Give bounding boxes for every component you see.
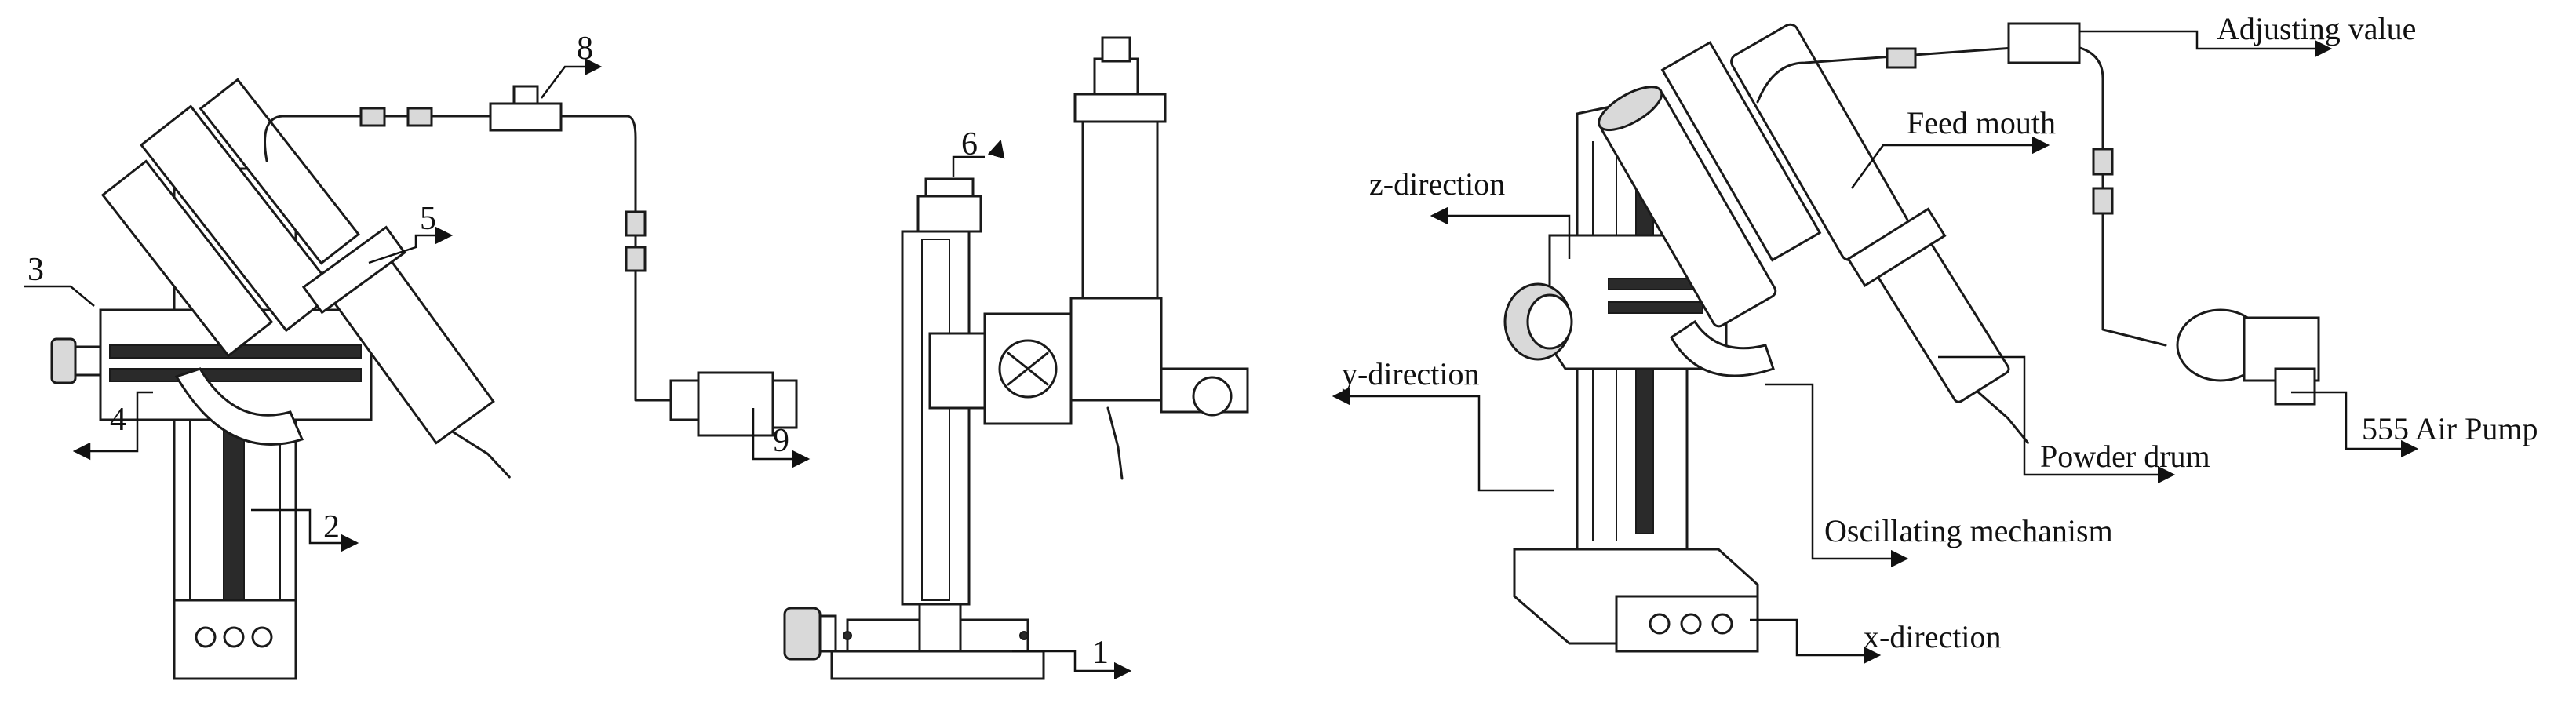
- label-powder-drum: Powder drum: [2040, 439, 2210, 474]
- label-oscillating-mechanism: Oscillating mechanism: [1824, 513, 2113, 548]
- label-3: 3: [27, 252, 44, 288]
- label-feed-mouth: Feed mouth: [1907, 105, 2056, 140]
- label-adjusting-value: Adjusting value: [2217, 11, 2416, 46]
- side-view-callouts: 3 4 2 5 8 9: [24, 31, 811, 552]
- isometric-view-callouts: Adjusting value Feed mouth z-direction y…: [1332, 11, 2538, 665]
- label-1: 1: [1092, 635, 1109, 671]
- side-view-assembly: [50, 78, 798, 680]
- label-z-direction: z-direction: [1369, 166, 1505, 202]
- label-555-air-pump: 555 Air Pump: [2362, 411, 2538, 446]
- label-2: 2: [323, 509, 340, 545]
- label-8: 8: [577, 31, 593, 67]
- label-9: 9: [773, 423, 789, 459]
- label-5: 5: [420, 201, 436, 237]
- label-4: 4: [110, 402, 126, 438]
- front-view-callouts: 6 1: [952, 126, 1132, 680]
- label-6: 6: [961, 126, 978, 162]
- label-x-direction: x-direction: [1864, 619, 2002, 654]
- label-y-direction: y-direction: [1342, 356, 1480, 392]
- isometric-view-assembly: [1503, 22, 2320, 653]
- front-view-assembly: [783, 36, 1249, 680]
